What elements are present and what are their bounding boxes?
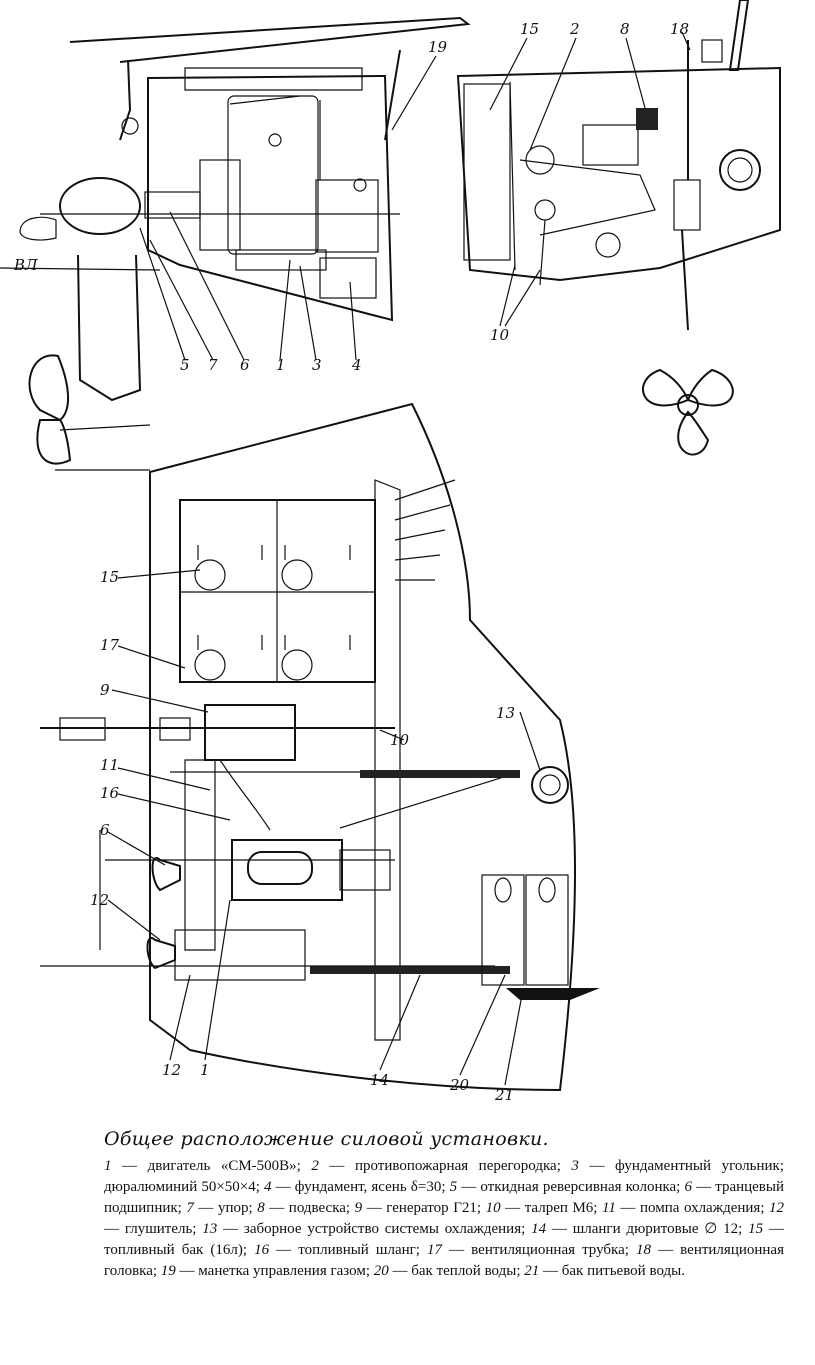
side-callout-6: 6 <box>240 356 250 374</box>
legend-entry: 1 — двигатель «СМ-500В»; <box>104 1158 311 1174</box>
technical-drawing: 5 7 6 1 3 4 19 ВЛ 15 2 8 18 10 <box>0 0 781 1104</box>
legend-text: — талреп М6; <box>500 1200 602 1216</box>
legend-entry: 21 — бак питьевой воды. <box>524 1263 685 1279</box>
plan-callout-15: 15 <box>100 568 119 586</box>
stern-view: 15 2 8 18 10 <box>456 0 781 456</box>
stern-callout-10: 10 <box>490 326 510 344</box>
legend-text: — топливный бак (16л); <box>104 1221 784 1258</box>
caption-title: Общее расположение силовой установки. <box>104 1128 549 1150</box>
legend-text: — генератор Г21; <box>362 1200 486 1216</box>
plan-callout-12-top: 12 <box>90 891 109 909</box>
plan-callout-10: 10 <box>390 731 410 749</box>
figure-caption: Общее расположение силовой установки. 1 … <box>104 1128 784 1282</box>
legend-entry: 18 — вентиляционная головка; <box>104 1242 784 1279</box>
legend-entry: 10 — талреп М6; <box>486 1200 602 1216</box>
stern-callout-15: 15 <box>520 20 539 38</box>
legend-number: 16 <box>254 1242 270 1258</box>
plan-callout-6: 6 <box>100 821 110 839</box>
legend-entry: 15 — топливный бак (16л); <box>104 1221 784 1258</box>
plan-callout-9: 9 <box>100 681 110 699</box>
legend-entry: 4 — фундамент, ясень δ=30; <box>264 1179 450 1195</box>
legend-number: 3 <box>571 1158 579 1174</box>
legend-entry: 5 — откидная реверсивная колонка; <box>450 1179 685 1195</box>
side-callout-7: 7 <box>208 356 218 374</box>
legend-text: — бак питьевой воды. <box>539 1263 685 1279</box>
plan-view: 15 17 9 10 13 11 16 6 12 12 1 14 20 21 <box>40 402 600 1104</box>
caption-legend: 1 — двигатель «СМ-500В»; 2 — противопожа… <box>104 1156 784 1282</box>
legend-text: — фундаментный угольник; дюралюминий 50×… <box>104 1158 784 1195</box>
legend-entry: 2 — противопожарная перегородка; <box>311 1158 571 1174</box>
legend-text: — двигатель «СМ-500В»; <box>111 1158 312 1174</box>
plan-callout-13: 13 <box>496 704 515 722</box>
legend-number: 15 <box>748 1221 764 1237</box>
legend-entry: 9 — генератор Г21; <box>355 1200 486 1216</box>
legend-entry: 12 — глушитель; <box>104 1200 784 1237</box>
side-callout-4: 4 <box>351 356 362 374</box>
side-callout-19: 19 <box>428 38 448 56</box>
legend-text: — транцевый подшипник; <box>104 1179 784 1216</box>
legend-entry: 16 — топливный шланг; <box>254 1242 427 1258</box>
legend-entry: 8 — подвеска; <box>257 1200 354 1216</box>
plan-callout-14: 14 <box>370 1071 389 1089</box>
side-callout-3: 3 <box>312 356 322 374</box>
legend-text: — откидная реверсивная колонка; <box>457 1179 685 1195</box>
legend-text: — бак теплой воды; <box>388 1263 525 1279</box>
legend-entry: 7 — упор; <box>186 1200 257 1216</box>
legend-text: — подвеска; <box>264 1200 355 1216</box>
stern-callout-8: 8 <box>620 20 630 38</box>
legend-number: 6 <box>684 1179 692 1195</box>
legend-number: 10 <box>485 1200 501 1216</box>
legend-text: — шланги дюритовые ∅ 12; <box>546 1221 749 1237</box>
side-view: 5 7 6 1 3 4 19 ВЛ <box>0 16 471 471</box>
legend-number: 19 <box>160 1263 176 1279</box>
legend-text: — упор; <box>193 1200 258 1216</box>
side-callout-5: 5 <box>180 356 190 374</box>
legend-entry: 6 — транцевый подшипник; <box>104 1179 784 1216</box>
legend-text: — манетка управления газом; <box>175 1263 374 1279</box>
plan-callout-17: 17 <box>100 636 120 654</box>
legend-number: 1 <box>104 1158 112 1174</box>
legend-number: 12 <box>769 1200 785 1216</box>
legend-number: 9 <box>354 1200 363 1216</box>
legend-number: 17 <box>427 1242 443 1258</box>
stern-callout-2: 2 <box>569 20 580 38</box>
legend-number: 14 <box>531 1221 547 1237</box>
legend-entry: 17 — вентиляционная трубка; <box>427 1242 636 1258</box>
legend-entry: 11 — помпа охлаждения; <box>602 1200 769 1216</box>
plan-callout-21: 21 <box>494 1086 514 1104</box>
legend-entry: 19 — манетка управления газом; <box>161 1263 374 1279</box>
legend-text: — фундамент, ясень δ=30; <box>271 1179 450 1195</box>
legend-text: — топливный шланг; <box>269 1242 428 1258</box>
legend-text: — помпа охлаждения; <box>615 1200 770 1216</box>
waterline-label: ВЛ <box>13 256 38 274</box>
plan-callout-12-bottom: 12 <box>162 1061 181 1079</box>
legend-number: 5 <box>449 1179 458 1195</box>
legend-entry: 14 — шланги дюритовые ∅ 12; <box>531 1221 748 1237</box>
legend-number: 18 <box>636 1242 652 1258</box>
plan-callout-1: 1 <box>200 1061 210 1079</box>
legend-text: — глушитель; <box>104 1221 203 1237</box>
legend-text: — вентиляционная головка; <box>104 1242 784 1279</box>
legend-number: 4 <box>264 1179 272 1195</box>
legend-text: — заборное устройство системы охлаждения… <box>217 1221 532 1237</box>
legend-entry: 20 — бак теплой воды; <box>374 1263 525 1279</box>
stern-callout-18: 18 <box>670 20 689 38</box>
legend-number: 2 <box>311 1158 319 1174</box>
plan-callout-20: 20 <box>449 1076 470 1094</box>
legend-number: 11 <box>602 1200 616 1216</box>
plan-callout-16: 16 <box>100 784 120 802</box>
legend-entry: 3 — фундаментный угольник; дюралюминий 5… <box>104 1158 784 1195</box>
legend-text: — противопожарная перегородка; <box>318 1158 572 1174</box>
legend-text: — вентиляционная трубка; <box>442 1242 637 1258</box>
legend-number: 8 <box>257 1200 265 1216</box>
legend-number: 7 <box>186 1200 194 1216</box>
legend-number: 20 <box>373 1263 389 1279</box>
side-callout-1: 1 <box>276 356 286 374</box>
plan-callout-11: 11 <box>100 756 119 774</box>
legend-number: 13 <box>202 1221 218 1237</box>
legend-entry: 13 — заборное устройство системы охлажде… <box>202 1221 531 1237</box>
legend-number: 21 <box>524 1263 540 1279</box>
